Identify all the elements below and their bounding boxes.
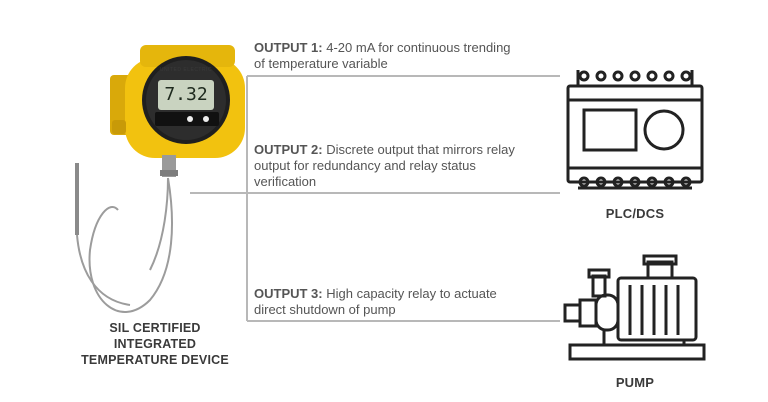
output1-desc-line2: of temperature variable (254, 56, 388, 71)
plc-dcs-icon (566, 70, 704, 190)
output2-desc-line3: verification (254, 174, 317, 189)
plc-dcs-label: PLC/DCS (605, 206, 665, 221)
output2-desc-line2: output for redundancy and relay status (254, 158, 476, 173)
device-caption-line3: TEMPERATURE DEVICE (81, 353, 229, 367)
device-caption-line2: INTEGRATED (113, 337, 197, 351)
probe-cable (75, 163, 173, 313)
output1-desc-line1: 4-20 mA for continuous trending (326, 40, 511, 55)
output1-text: OUTPUT 1: 4-20 mA for continuous trendin… (254, 40, 554, 72)
output3-label: OUTPUT 3: (254, 286, 323, 301)
output2-desc-line1: Discrete output that mirrors relay (326, 142, 515, 157)
output3-desc-line1: High capacity relay to actuate (326, 286, 497, 301)
output2-text: OUTPUT 2: Discrete output that mirrors r… (254, 142, 554, 190)
pump-label: PUMP (615, 375, 655, 390)
device-caption: SIL CERTIFIED INTEGRATED TEMPERATURE DEV… (70, 320, 240, 368)
pump-icon (563, 254, 706, 361)
output3-desc-line2: direct shutdown of pump (254, 302, 396, 317)
plc-bottom-terminals (578, 176, 692, 188)
plc-top-terminals (576, 70, 694, 86)
device-display-value: 7.32 (164, 84, 208, 105)
output3-text: OUTPUT 3: High capacity relay to actuate… (254, 286, 554, 318)
connector-lines (190, 75, 560, 322)
temperature-device-icon (110, 45, 245, 177)
output1-label: OUTPUT 1: (254, 40, 323, 55)
device-caption-line1: SIL CERTIFIED (109, 321, 201, 335)
device-brand: UNITED ELECTRIC (159, 67, 213, 73)
output2-label: OUTPUT 2: (254, 142, 323, 157)
